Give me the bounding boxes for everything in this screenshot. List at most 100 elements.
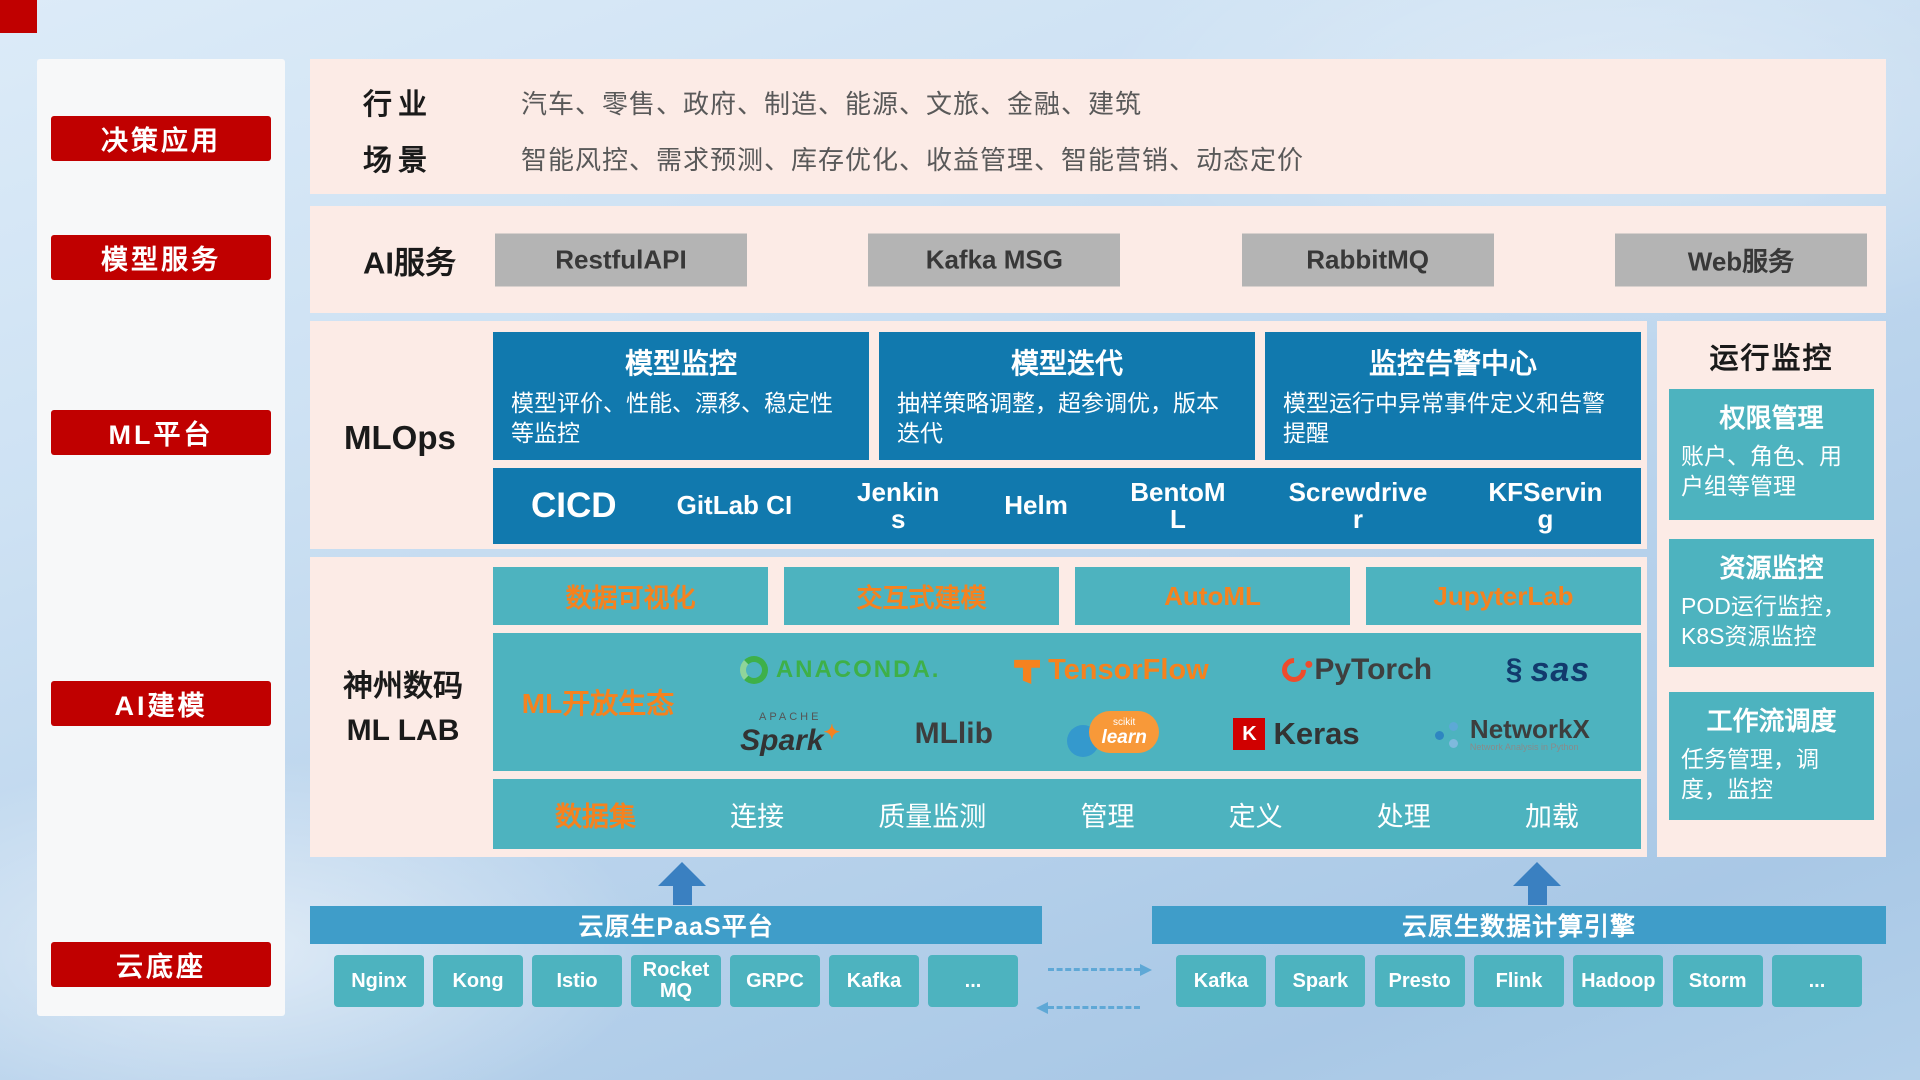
spark-logo: APACHE Spark✦ bbox=[740, 711, 841, 757]
ecosystem-logos: ANACONDA. TensorFlow PyTorch § sas bbox=[703, 640, 1641, 764]
logo-row-top: ANACONDA. TensorFlow PyTorch § sas bbox=[703, 640, 1627, 700]
card-title: 工作流调度 bbox=[1706, 706, 1837, 736]
chip-nginx: Nginx bbox=[334, 955, 424, 1007]
card-title: 模型监控 bbox=[624, 348, 737, 379]
anaconda-logo: ANACONDA. bbox=[739, 656, 941, 684]
networkx-icon bbox=[1434, 720, 1462, 748]
tensorflow-logo: TensorFlow bbox=[1014, 654, 1209, 687]
scikit-learn-logo: scikit learn bbox=[1067, 711, 1160, 757]
chip-spark: Spark bbox=[1275, 955, 1366, 1007]
industry-value: 汽车、零售、政府、制造、能源、文旅、金融、建筑 bbox=[521, 88, 1143, 119]
chip-flink: Flink bbox=[1473, 955, 1564, 1007]
chip-hadoop: Hadoop bbox=[1573, 955, 1664, 1007]
chip-rocketmq: RocketMQ bbox=[631, 955, 721, 1007]
chip-more: ... bbox=[928, 955, 1018, 1007]
sas-icon: § bbox=[1505, 653, 1523, 686]
dataset-load: 加载 bbox=[1524, 801, 1579, 832]
scene-value: 智能风控、需求预测、库存优化、收益管理、智能营销、动态定价 bbox=[521, 144, 1305, 175]
dataset-process: 处理 bbox=[1376, 801, 1431, 832]
chip-kafka: Kafka bbox=[829, 955, 919, 1007]
cicd-bar: CICD GitLab CI Jenkins Helm BentoML Scre… bbox=[493, 468, 1641, 544]
chip-kong: Kong bbox=[433, 955, 523, 1007]
chip-grpc: GRPC bbox=[730, 955, 820, 1007]
card-model-iteration: 模型迭代 抽样策略调整，超参调优，版本迭代 bbox=[879, 332, 1255, 460]
tool-helm: Helm bbox=[1004, 490, 1068, 521]
card-desc: 账户、角色、用户组等管理 bbox=[1681, 443, 1842, 499]
tool-screwdriver: Screwdriver bbox=[1288, 476, 1428, 534]
mllib-logo: MLlib bbox=[914, 717, 993, 750]
tool-kfserving: KFServing bbox=[1488, 476, 1603, 534]
mlops-panel: MLOps 模型监控 模型评价、性能、漂移、稳定性等监控 模型迭代 抽样策略调整… bbox=[310, 321, 1647, 549]
card-title: 监控告警中心 bbox=[1368, 348, 1537, 379]
keras-icon: K bbox=[1233, 718, 1266, 750]
corner-decoration bbox=[0, 0, 37, 33]
tool-automl: AutoML bbox=[1075, 567, 1350, 625]
dashed-arrow-left bbox=[1036, 1002, 1140, 1014]
mllab-label-line2: ML LAB bbox=[346, 713, 460, 747]
dataset-bar: 数据集 连接 质量监测 管理 定义 处理 加载 bbox=[493, 779, 1641, 849]
anaconda-icon bbox=[739, 656, 768, 684]
chip-more: ... bbox=[1771, 955, 1862, 1007]
card-permission-mgmt: 权限管理 账户、角色、用户组等管理 bbox=[1669, 389, 1874, 520]
card-desc: POD运行监控，K8S资源监控 bbox=[1681, 593, 1846, 649]
dataset-connect: 连接 bbox=[730, 801, 785, 832]
card-resource-monitoring: 资源监控 POD运行监控，K8S资源监控 bbox=[1669, 539, 1874, 667]
layer-cloud-base: 云底座 bbox=[51, 942, 271, 987]
industry-label: 行业 bbox=[363, 89, 434, 121]
dataset-quality: 质量监测 bbox=[878, 801, 987, 832]
ml-ecosystem-label: ML开放生态 bbox=[521, 688, 675, 719]
engine-components: Kafka Spark Presto Flink Hadoop Storm ..… bbox=[1152, 955, 1886, 1007]
dataset-define: 定义 bbox=[1228, 801, 1283, 832]
cicd-label: CICD bbox=[531, 486, 617, 525]
paas-components: Nginx Kong Istio RocketMQ GRPC Kafka ... bbox=[310, 955, 1042, 1007]
tool-data-visualization: 数据可视化 bbox=[493, 567, 768, 625]
layer-decision-apps: 决策应用 bbox=[51, 116, 271, 161]
logo-row-bottom: APACHE Spark✦ MLlib scikit learn bbox=[703, 704, 1627, 764]
pytorch-icon bbox=[1277, 653, 1312, 687]
service-web: Web服务 bbox=[1614, 233, 1867, 286]
layer-ml-platform: ML平台 bbox=[51, 410, 271, 455]
tool-jupyterlab: JupyterLab bbox=[1366, 567, 1641, 625]
tool-jenkins: Jenkins bbox=[857, 476, 940, 534]
up-arrow-right bbox=[1513, 862, 1561, 905]
card-title: 资源监控 bbox=[1719, 553, 1824, 583]
tool-interactive-modeling: 交互式建模 bbox=[784, 567, 1059, 625]
sas-logo: § sas bbox=[1505, 650, 1591, 689]
data-engine-bar: 云原生数据计算引擎 bbox=[1152, 906, 1886, 944]
tensorflow-icon bbox=[1014, 659, 1041, 684]
card-workflow-scheduling: 工作流调度 任务管理，调度，监控 bbox=[1669, 692, 1874, 820]
scene-label: 场景 bbox=[363, 145, 434, 177]
mlops-cards: 模型监控 模型评价、性能、漂移、稳定性等监控 模型迭代 抽样策略调整，超参调优，… bbox=[493, 332, 1641, 460]
card-alert-center: 监控告警中心 模型运行中异常事件定义和告警提醒 bbox=[1265, 332, 1641, 460]
networkx-logo: NetworkX Network Analysis in Python bbox=[1434, 715, 1590, 753]
industry-line: 行业 汽车、零售、政府、制造、能源、文旅、金融、建筑 bbox=[363, 81, 1866, 123]
mllab-label-line1: 神州数码 bbox=[343, 670, 463, 703]
layer-ai-modeling: AI建模 bbox=[51, 681, 271, 726]
dataset-manage: 管理 bbox=[1080, 801, 1135, 832]
keras-logo: K Keras bbox=[1233, 716, 1360, 752]
paas-platform-bar: 云原生PaaS平台 bbox=[310, 906, 1042, 944]
layer-sidebar: 决策应用 模型服务 ML平台 AI建模 云底座 bbox=[37, 59, 285, 1016]
runtime-monitoring-title: 运行监控 bbox=[1709, 343, 1834, 375]
chip-storm: Storm bbox=[1672, 955, 1763, 1007]
chip-istio: Istio bbox=[532, 955, 622, 1007]
mllab-panel: 神州数码 ML LAB 数据可视化 交互式建模 AutoML JupyterLa… bbox=[310, 557, 1647, 857]
card-model-monitoring: 模型监控 模型评价、性能、漂移、稳定性等监控 bbox=[493, 332, 869, 460]
service-rabbitmq: RabbitMQ bbox=[1241, 233, 1494, 286]
service-restfulapi: RestfulAPI bbox=[495, 233, 747, 286]
card-desc: 模型运行中异常事件定义和告警提醒 bbox=[1283, 390, 1605, 446]
card-title: 模型迭代 bbox=[1010, 348, 1123, 379]
ai-service-panel: AI服务 RestfulAPI Kafka MSG RabbitMQ Web服务 bbox=[310, 206, 1886, 313]
spark-star-icon: ✦ bbox=[823, 722, 841, 744]
scene-line: 场景 智能风控、需求预测、库存优化、收益管理、智能营销、动态定价 bbox=[363, 137, 1866, 179]
card-desc: 抽样策略调整，超参调优，版本迭代 bbox=[897, 390, 1219, 446]
chip-kafka: Kafka bbox=[1176, 955, 1266, 1007]
ai-service-buttons: RestfulAPI Kafka MSG RabbitMQ Web服务 bbox=[495, 233, 1867, 286]
industry-scene-panel: 行业 汽车、零售、政府、制造、能源、文旅、金融、建筑 场景 智能风控、需求预测、… bbox=[310, 59, 1886, 194]
card-desc: 模型评价、性能、漂移、稳定性等监控 bbox=[511, 390, 833, 446]
up-arrow-left bbox=[658, 862, 706, 905]
chip-presto: Presto bbox=[1374, 955, 1465, 1007]
mlops-label: MLOps bbox=[344, 419, 456, 456]
tool-gitlab-ci: GitLab CI bbox=[676, 490, 793, 521]
runtime-monitoring-panel: 运行监控 权限管理 账户、角色、用户组等管理 资源监控 POD运行监控，K8S资… bbox=[1657, 321, 1886, 857]
